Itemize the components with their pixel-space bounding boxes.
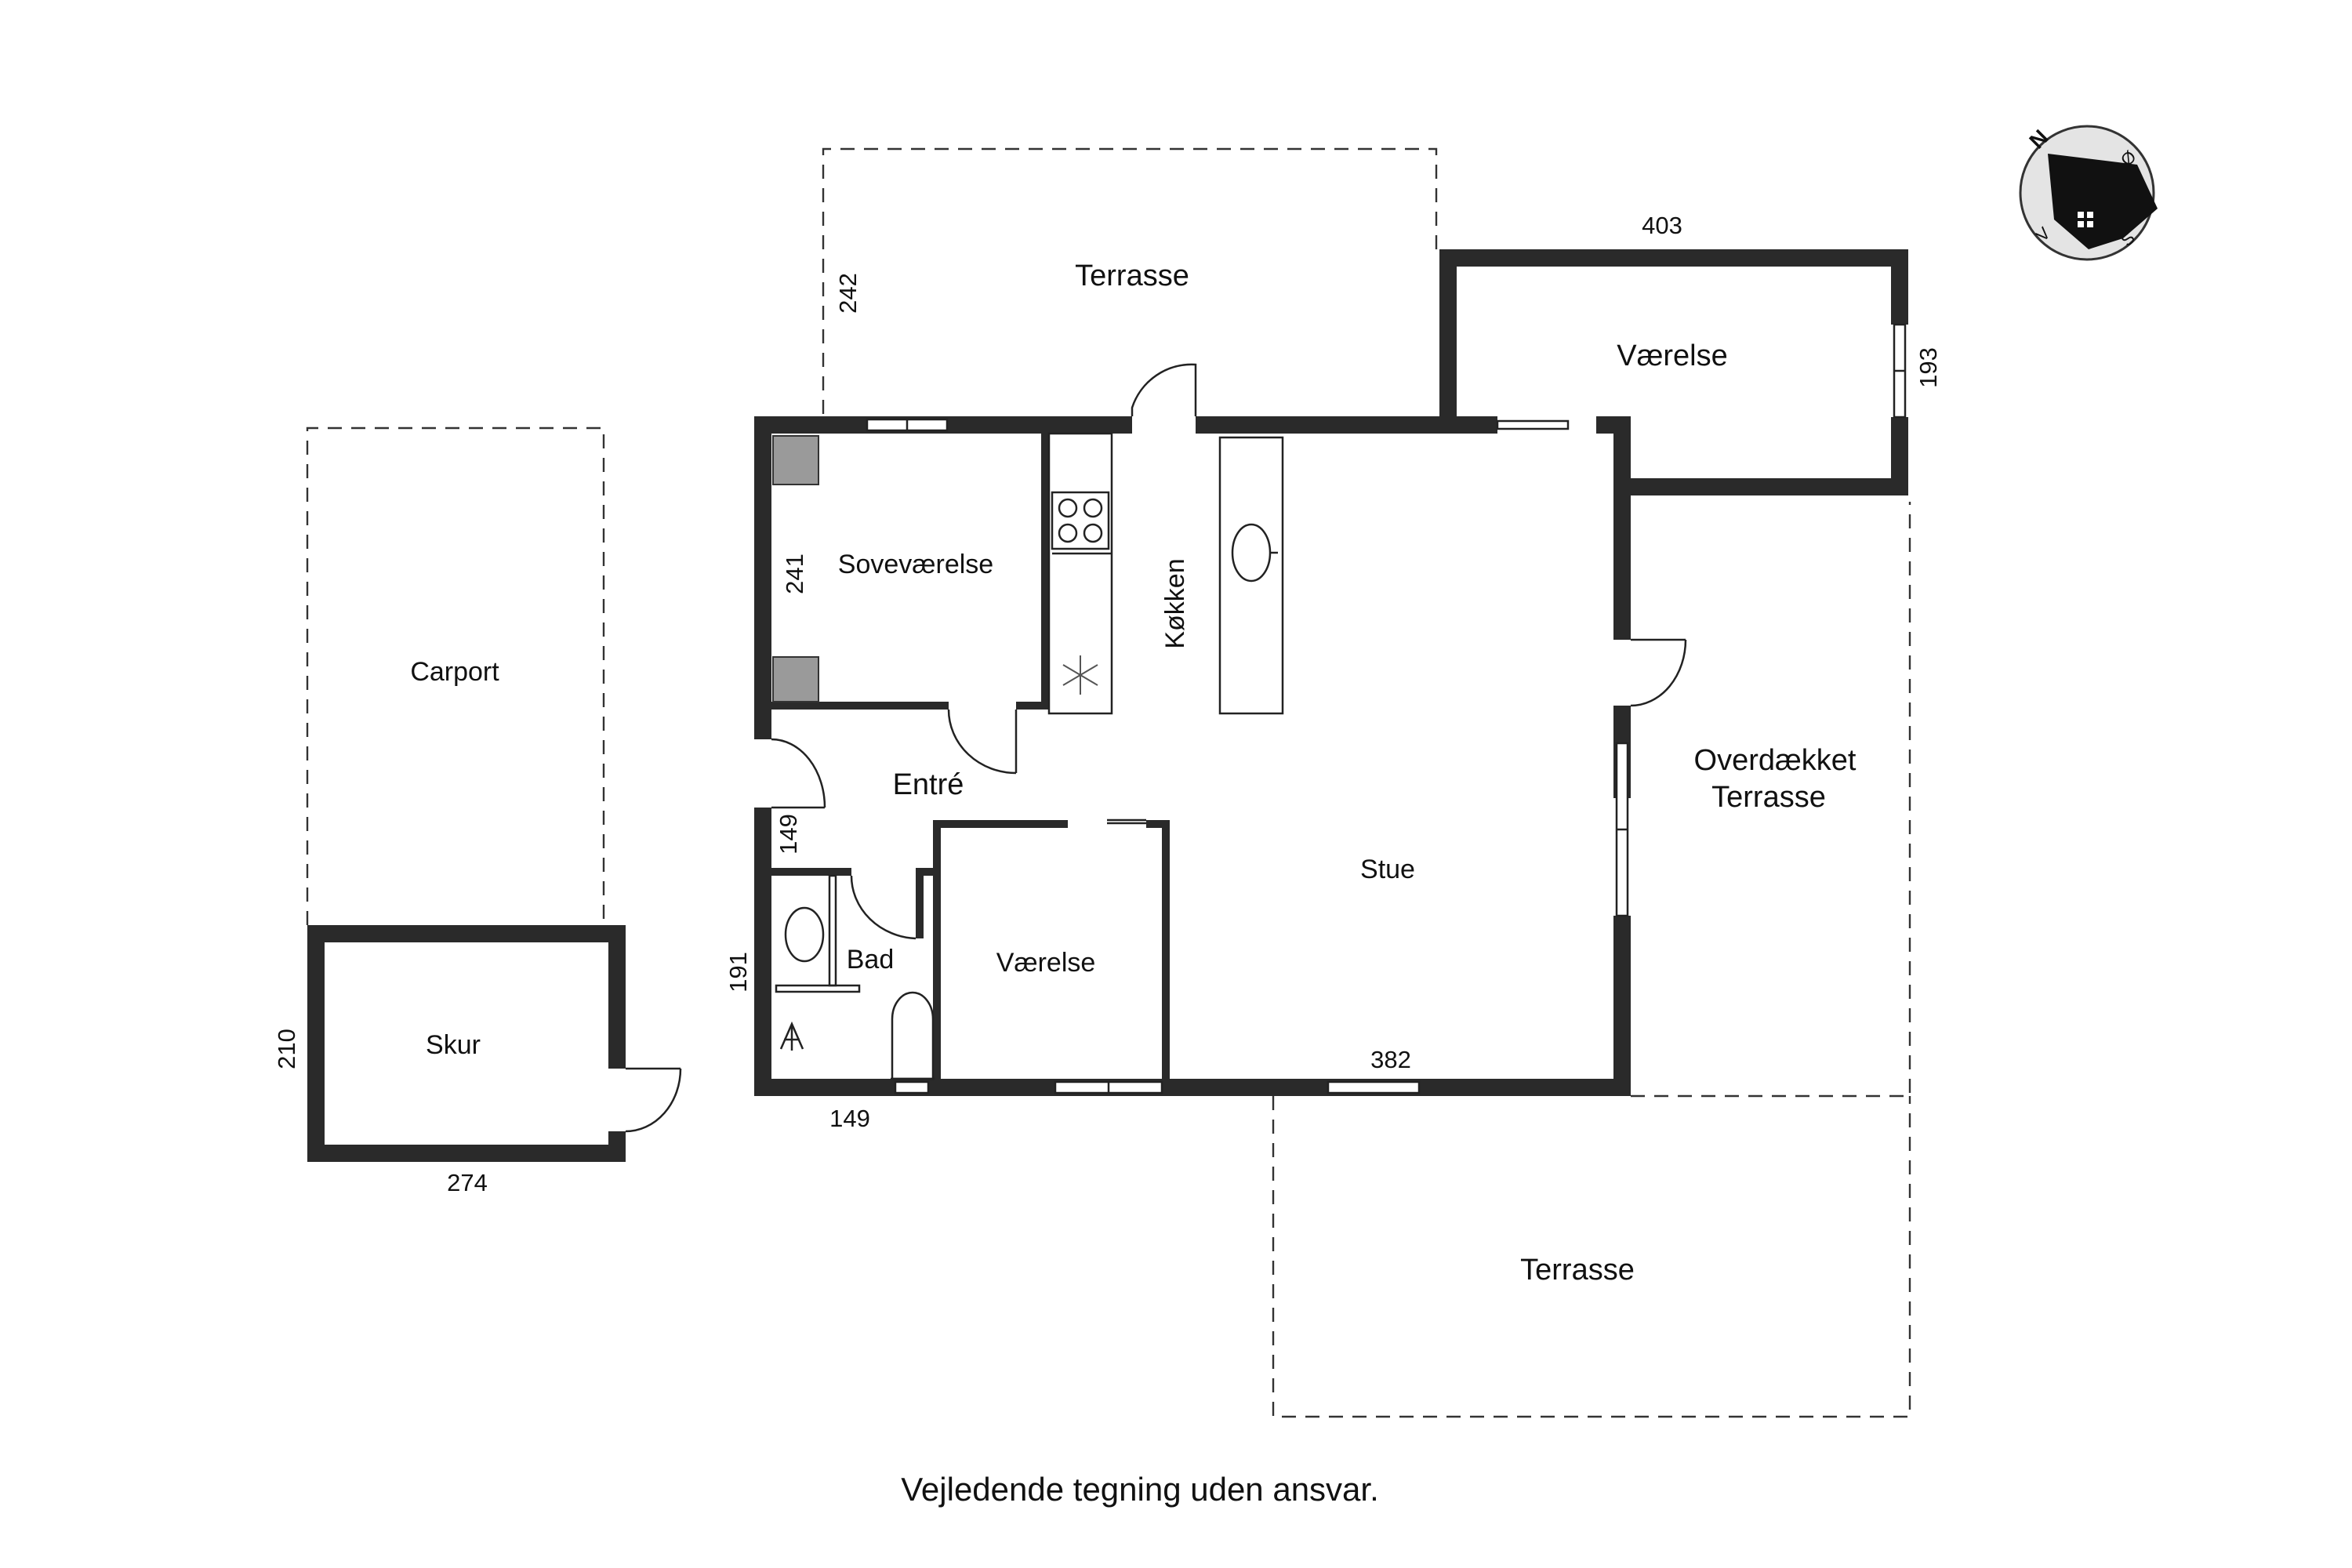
- terrace-south-outline: [1272, 1096, 1911, 1418]
- room-label-terrace-north: Terrasse: [1075, 260, 1189, 292]
- bed-nightstand: [772, 435, 819, 485]
- room-label-skur: Skur: [426, 1030, 481, 1060]
- shed-walls: [307, 925, 626, 1162]
- terrace-door-north: [1131, 363, 1197, 416]
- room-label-bad: Bad: [847, 945, 895, 975]
- room-ne-walls: [1439, 249, 1908, 495]
- bedroom-door: [947, 709, 1018, 775]
- room-label-vaerelse-center: Værelse: [996, 948, 1096, 978]
- room-label-vaerelse-ne: Værelse: [1617, 339, 1728, 372]
- disclaimer-text: Vejledende tegning uden ansvar.: [901, 1471, 1379, 1508]
- shed-door: [625, 1067, 682, 1133]
- room-label-entre: Entré: [893, 768, 964, 801]
- doors: [625, 363, 1687, 1133]
- compass-house-icon: [2048, 154, 2158, 249]
- shower-icon: [779, 1021, 804, 1051]
- kitchen-island: [1218, 436, 1284, 715]
- main-house-walls: [754, 416, 1631, 1096]
- washbasin-icon: [784, 906, 825, 963]
- room-label-koekken: Køkken: [1160, 558, 1190, 648]
- dimension-193: 193: [1915, 347, 1942, 388]
- dimension-210: 210: [273, 1029, 300, 1069]
- compass: N Ø S V: [2019, 125, 2158, 261]
- dimension-403: 403: [1642, 212, 1682, 239]
- dimension-274: 274: [447, 1169, 488, 1196]
- dimension-191: 191: [724, 952, 752, 993]
- covered-terrace-door: [1630, 638, 1687, 707]
- kitchen-counter: [1047, 432, 1113, 715]
- bed-nightstand: [772, 656, 819, 702]
- window: [1496, 419, 1570, 430]
- dimension-241: 241: [781, 554, 808, 594]
- windows: [866, 323, 1907, 1094]
- dimension-242: 242: [834, 273, 862, 314]
- sink-icon: [1231, 523, 1272, 583]
- terrace-north-outline: [822, 147, 1438, 414]
- dimension-149-bottom: 149: [829, 1105, 870, 1132]
- room-label-stue: Stue: [1360, 855, 1415, 884]
- dimension-149-left: 149: [775, 814, 802, 855]
- room-label-sovevaerelse: Soveværelse: [838, 550, 993, 579]
- fridge-icon: [1062, 655, 1098, 695]
- fixtures: [772, 432, 1284, 1080]
- window: [894, 1080, 930, 1094]
- entrance-door: [771, 738, 826, 809]
- dimension-labels: 403 242 193 241 149 191 149 382 210 274: [273, 212, 1942, 1196]
- bathroom-vanity: [828, 874, 837, 987]
- room-sliding-door: [1107, 818, 1146, 825]
- room-label-overdaekket-line1: Overdækket: [1694, 744, 1857, 777]
- room-labels: Terrasse Værelse Soveværelse Køkken Entr…: [410, 260, 1857, 1287]
- stove-icon: [1051, 491, 1110, 550]
- shower-rail: [775, 984, 861, 993]
- window: [1327, 1080, 1421, 1094]
- room-label-overdaekket-line2: Terrasse: [1711, 781, 1826, 814]
- bathroom-door: [850, 875, 916, 940]
- carport-outline: [306, 426, 605, 925]
- dimension-382: 382: [1370, 1046, 1411, 1073]
- room-label-terrace-south: Terrasse: [1520, 1254, 1635, 1287]
- room-label-carport: Carport: [410, 657, 499, 687]
- outdoor-areas: [306, 147, 1911, 1418]
- toilet-icon: [891, 991, 935, 1080]
